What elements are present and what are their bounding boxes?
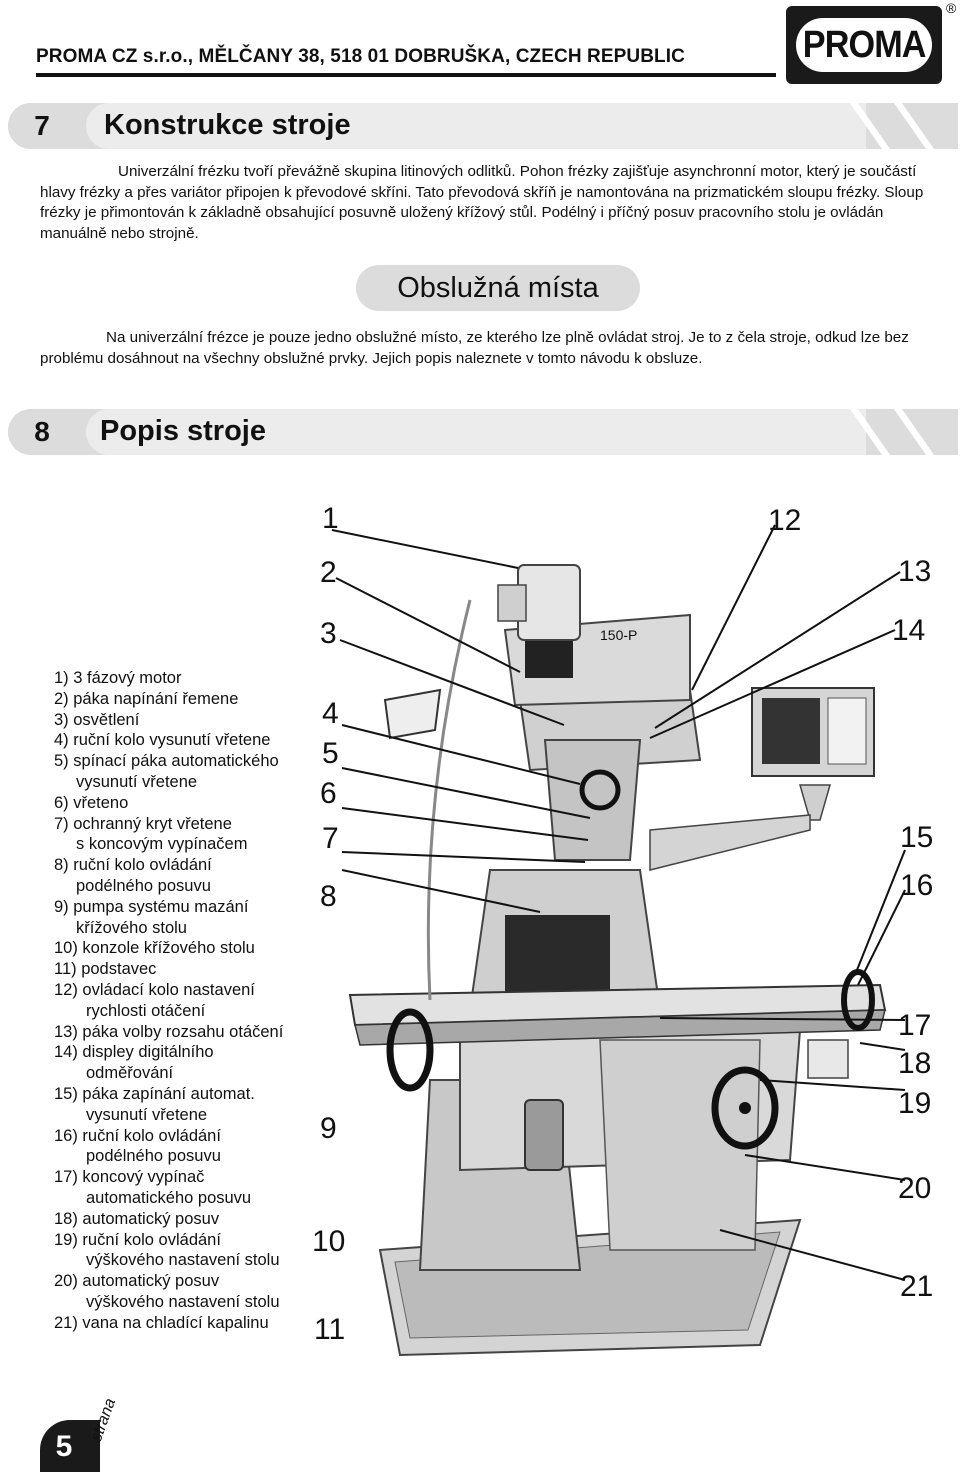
callout-9: 9 (320, 1112, 337, 1145)
proma-logo: PROMA (786, 6, 942, 84)
legend-item: 11) podstavec (54, 960, 157, 979)
logo-oval: PROMA (796, 18, 932, 72)
section-7-number: 7 (34, 110, 50, 141)
legend-item: 12) ovládací kolo nastavení (54, 980, 255, 999)
operating-places-heading: Obslužná místa (356, 265, 640, 311)
callout-7: 7 (322, 822, 339, 855)
section-8-header: 8 Popis stroje (8, 409, 958, 455)
legend-item-continuation: výškového nastavení stolu (86, 1251, 280, 1270)
callout-11: 11 (314, 1313, 346, 1346)
legend-item-continuation: výškového nastavení stolu (86, 1292, 280, 1311)
callout-14: 14 (892, 614, 926, 647)
callout-5: 5 (322, 737, 339, 770)
page-badge (40, 1420, 100, 1472)
callout-3: 3 (320, 617, 337, 650)
callout-20: 20 (898, 1172, 932, 1205)
legend-item: 15) páka zapínání automat. (54, 1084, 255, 1103)
legend-item-continuation: podélného posuvu (86, 1147, 221, 1166)
milling-machine-illustration: 150-P (331, 524, 906, 1357)
header-rule (36, 73, 776, 77)
callout-17: 17 (898, 1009, 932, 1042)
callout-10: 10 (312, 1225, 346, 1258)
legend-item-continuation: rychlosti otáčení (86, 1001, 206, 1020)
operating-places-text: Na univerzální frézce je pouze jedno obs… (40, 329, 909, 367)
legend-item: 14) displey digitálního (54, 1043, 214, 1062)
callout-4: 4 (322, 697, 339, 730)
callout-13: 13 (898, 555, 932, 588)
legend-item: 1) 3 fázový motor (54, 669, 182, 687)
callout-21: 21 (900, 1270, 934, 1303)
section-7-title: Konstrukce stroje (104, 109, 351, 141)
legend-item: 2) páka napínání řemene (54, 689, 239, 708)
callout-15: 15 (900, 821, 934, 854)
legend-item-continuation: vysunutí vřetene (86, 1105, 208, 1124)
legend-item-continuation: křížového stolu (76, 918, 187, 937)
legend-item: 8) ruční kolo ovládání (54, 856, 212, 875)
legend-item: 17) koncový vypínač (54, 1168, 205, 1187)
legend-item-continuation: automatického posuvu (86, 1188, 252, 1207)
legend-item: 3) osvětlení (54, 710, 140, 729)
section-8-number: 8 (34, 416, 50, 447)
legend-item: 5) spínací páka automatického (54, 752, 279, 771)
section-8-title: Popis stroje (100, 415, 266, 447)
section-7-header: 7 Konstrukce stroje (8, 103, 958, 149)
callout-1: 1 (322, 502, 339, 535)
company-address: PROMA CZ s.r.o., MĚLČANY 38, 518 01 DOBR… (36, 46, 685, 67)
callout-12: 12 (768, 504, 802, 537)
legend-item-continuation: podélného posuvu (76, 876, 211, 895)
operating-places-title: Obslužná místa (397, 272, 599, 304)
callout-8: 8 (320, 880, 337, 913)
legend-item: 19) ruční kolo ovládání (54, 1230, 221, 1249)
legend-item: 18) automatický posuv (54, 1209, 220, 1228)
callout-2: 2 (320, 556, 337, 589)
legend-item: 7) ochranný kryt vřetene (54, 814, 232, 833)
machine-model-label: 150-P (600, 627, 637, 643)
legend-item: 10) konzole křížového stolu (54, 939, 255, 958)
logo-text: PROMA (802, 24, 927, 66)
legend-item: 6) vřeteno (54, 793, 129, 812)
legend-item: 4) ruční kolo vysunutí vřetene (54, 731, 271, 750)
legend-item: 21) vana na chladící kapalinu (54, 1313, 269, 1332)
legend-item-continuation: vysunutí vřetene (76, 772, 198, 791)
callout-18: 18 (898, 1047, 932, 1080)
legend-item: 16) ruční kolo ovládání (54, 1126, 221, 1145)
callout-19: 19 (898, 1087, 932, 1120)
callout-6: 6 (320, 777, 337, 810)
legend-item-continuation: s koncovým vypínačem (76, 835, 248, 854)
legend-item: 13) páka volby rozsahu otáčení (54, 1022, 284, 1041)
legend-item: 9) pumpa systému mazání (54, 897, 249, 916)
legend-item-continuation: odměřování (86, 1064, 174, 1083)
legend-item: 20) automatický posuv (54, 1272, 220, 1291)
page-number: 5 (55, 1430, 73, 1463)
callout-16: 16 (900, 869, 934, 902)
section-7-text: Univerzální frézku tvoří převážně skupin… (40, 163, 924, 242)
parts-legend: 1) 3 fázový motor 2) páka napínání řemene… (54, 668, 283, 1334)
registered-mark: ® (946, 0, 957, 16)
